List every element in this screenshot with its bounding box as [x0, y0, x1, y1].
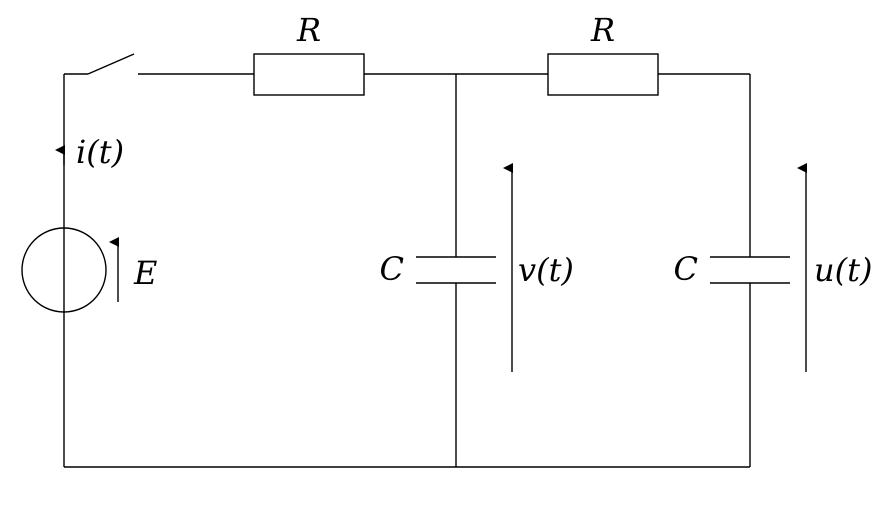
capacitor-1: [416, 74, 496, 467]
resistor-2-label: R: [590, 11, 615, 49]
current-label: i(t): [76, 133, 124, 171]
capacitor-2-label: C: [674, 250, 698, 288]
resistor-2: [547, 53, 659, 96]
source-label: E: [133, 254, 157, 292]
voltage-v-label: v(t): [518, 251, 574, 289]
switch: [64, 53, 254, 75]
voltage-u-label: u(t): [814, 251, 872, 289]
resistor-1: [253, 53, 365, 96]
resistor-1-label: R: [296, 11, 321, 49]
capacitor-1-label: C: [380, 250, 404, 288]
voltage-source: [21, 227, 107, 313]
capacitor-2: [710, 74, 790, 467]
